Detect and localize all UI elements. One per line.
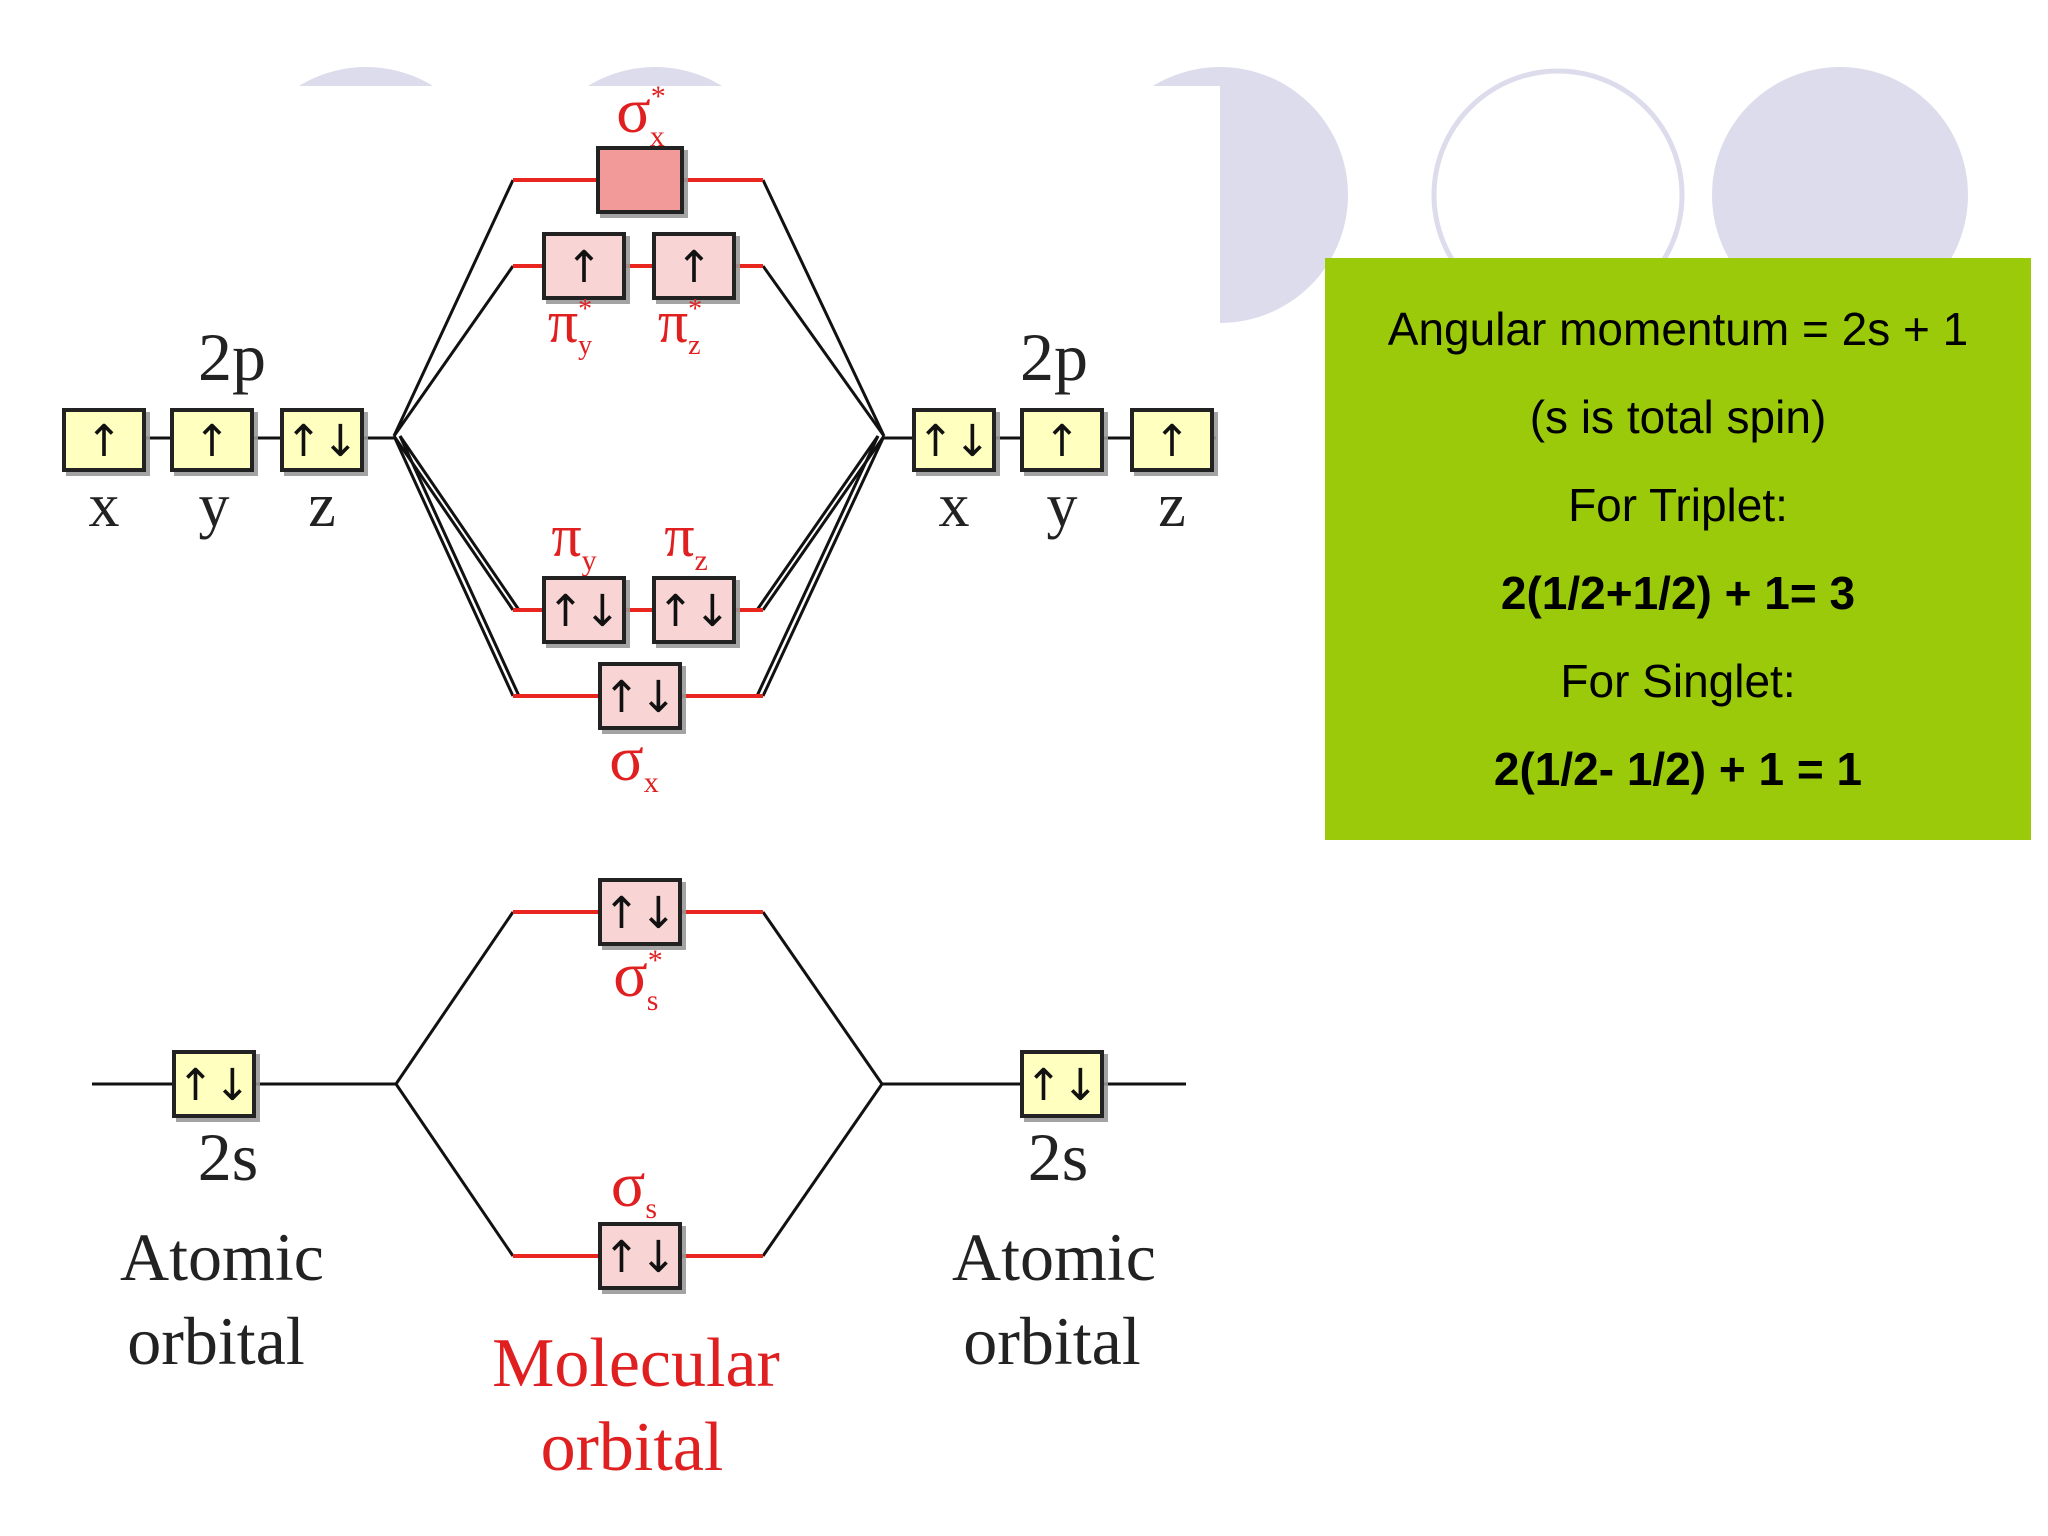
connector-line [755, 435, 880, 697]
electron-arrows: ↑↓ [1025, 1060, 1099, 1111]
axis-label: y [1047, 472, 1078, 540]
connector-line [392, 179, 515, 437]
level-label-2p-left: 2p [198, 319, 266, 395]
panel-line-spin-note: (s is total spin) [1529, 391, 1827, 443]
connector-line [392, 265, 515, 437]
mo-label: πy [551, 503, 596, 577]
level-label-2s-left: 2s [198, 1119, 258, 1195]
atomic-caption: orbital [963, 1303, 1141, 1379]
orbital-box: ↑ [170, 408, 254, 472]
electron-arrows: ↑↓ [177, 1060, 251, 1111]
mo-sigma-s-star: ↑↓ σ*s [598, 878, 682, 1017]
atomic-caption: Atomic [952, 1219, 1156, 1295]
connector-line [398, 435, 521, 697]
connector-line [761, 265, 886, 437]
orbital-box: ↑↓ [912, 408, 996, 472]
axis-label: z [308, 472, 336, 540]
electron-arrows: ↑ [194, 416, 231, 467]
connector-line [392, 435, 515, 697]
orbital-box: ↑↓ [598, 878, 682, 946]
mo-sigma-x-star: σ*x [596, 75, 684, 214]
angular-momentum-panel: Angular momentum = 2s + 1 (s is total sp… [1325, 258, 2031, 840]
level-label-2s-right: 2s [1028, 1119, 1088, 1195]
mo-pi-star: ↑ ↑ π*y π*z [542, 232, 736, 361]
atomic-left-2p: 2p ↑ ↑ ↑↓ x y z [62, 319, 364, 540]
electron-arrows: ↑↓ [657, 586, 731, 637]
panel-line-singlet-heading: For Singlet: [1560, 655, 1796, 707]
electron-arrows: ↑↓ [917, 416, 991, 467]
orbital-box: ↑ [62, 408, 146, 472]
electron-arrows: ↑↓ [547, 586, 621, 637]
mo-label: σ*s [613, 939, 663, 1017]
mo-label: σx [609, 723, 659, 799]
molecular-caption: Molecular [492, 1325, 780, 1402]
orbital-box: ↑ [652, 232, 736, 300]
mo-label: π*z [658, 289, 702, 361]
mo-label: π*y [548, 289, 592, 361]
connector-line [761, 1083, 884, 1257]
axis-label: x [939, 472, 970, 540]
atomic-right-2s: ↑↓ 2s Atomic orbital [952, 1050, 1156, 1379]
connector-line [761, 179, 886, 437]
panel-line-triplet-heading: For Triplet: [1568, 479, 1788, 531]
orbital-box: ↑↓ [598, 1222, 682, 1290]
electron-arrows: ↑ [676, 242, 713, 293]
mo-label: σs [611, 1149, 657, 1225]
orbital-box: ↑ [542, 232, 626, 300]
orbital-box: ↑ [1020, 408, 1104, 472]
electron-arrows: ↑↓ [285, 416, 359, 467]
mo-sigma-s: σs ↑↓ [598, 1149, 682, 1290]
orbital-box: ↑↓ [598, 662, 682, 730]
electron-arrows: ↑↓ [603, 888, 677, 939]
atomic-caption: Atomic [120, 1219, 324, 1295]
electron-arrows: ↑↓ [603, 1232, 677, 1283]
panel-line-formula: Angular momentum = 2s + 1 [1387, 303, 1969, 355]
panel-line-triplet-calc: 2(1/2+1/2) + 1= 3 [1500, 567, 1856, 619]
electron-arrows: ↑ [566, 242, 603, 293]
electron-arrows: ↑ [1154, 416, 1191, 467]
connector-line [755, 435, 880, 611]
electron-arrows: ↑ [1044, 416, 1081, 467]
axis-label: x [89, 472, 120, 540]
axis-label: y [199, 472, 230, 540]
orbital-box: ↑ [1130, 408, 1214, 472]
mo-diagram: 2p ↑ ↑ ↑↓ x y z 2p ↑↓ ↑ ↑ x [62, 75, 1216, 1486]
orbital-box: ↑↓ [280, 408, 364, 472]
diagram-backdrop [0, 86, 1220, 1536]
mo-label: πz [664, 503, 708, 577]
atomic-left-2s: ↑↓ 2s Atomic orbital [120, 1050, 324, 1379]
connector-line [761, 911, 884, 1085]
orbital-box: ↑↓ [652, 576, 736, 644]
connector-line [761, 435, 886, 697]
connector-line [398, 435, 521, 611]
mo-pi: πy πz ↑↓ ↑↓ [542, 503, 736, 644]
connector-line [394, 1083, 515, 1257]
atomic-caption: orbital [127, 1303, 305, 1379]
mo-sigma-x: ↑↓ σx [598, 662, 682, 799]
panel-line-singlet-calc: 2(1/2- 1/2) + 1 = 1 [1493, 743, 1863, 795]
mo-label: σ*x [616, 75, 666, 153]
orbital-box: ↑↓ [542, 576, 626, 644]
molecular-caption: orbital [541, 1409, 724, 1486]
atomic-right-2p: 2p ↑↓ ↑ ↑ x y z [912, 319, 1214, 540]
electron-arrows: ↑ [86, 416, 123, 467]
axis-label: z [1158, 472, 1186, 540]
level-label-2p-right: 2p [1020, 319, 1088, 395]
orbital-box-empty [596, 146, 684, 214]
electron-arrows: ↑↓ [603, 672, 677, 723]
connector-line [394, 911, 515, 1085]
